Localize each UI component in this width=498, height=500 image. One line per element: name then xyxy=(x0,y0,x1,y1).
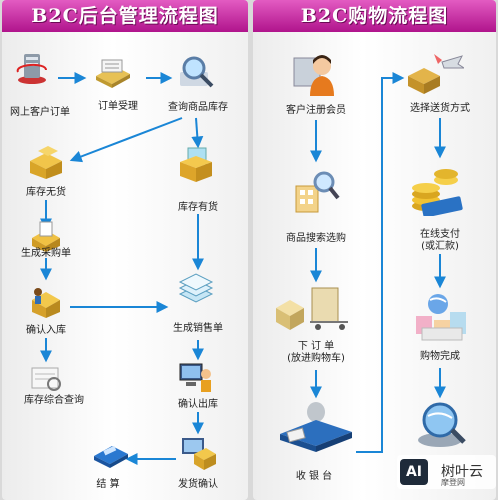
right-title: B2C购物流程图 xyxy=(253,0,496,32)
sales-files-icon xyxy=(178,273,214,303)
label-sales-order: 生成销售单 xyxy=(173,323,223,334)
watermark-badge: AI xyxy=(400,459,428,485)
label-confirm-inbound: 确认入库 xyxy=(26,325,66,336)
payment-coins-icon xyxy=(412,169,463,216)
label-confirm-outbound: 确认出库 xyxy=(178,399,218,410)
label-out-of-stock: 库存无货 xyxy=(26,187,66,198)
server-icon xyxy=(16,54,47,84)
arrow-query-to-nostock xyxy=(69,117,183,163)
computer-operator-icon xyxy=(179,363,211,392)
label-settle: 结 算 xyxy=(96,479,120,490)
purchase-sheet-icon xyxy=(32,221,60,252)
watermark-name: 树叶云 xyxy=(441,464,483,480)
watermark-sub: 摩登网 xyxy=(441,478,465,487)
shopping-search-icon xyxy=(295,171,340,213)
label-complete: 购物完成 xyxy=(420,351,460,362)
order-files-icon xyxy=(96,59,130,88)
label-stock-query: 库存综合查询 xyxy=(24,395,84,406)
watermark: AI 树叶云 摩登网 xyxy=(397,455,496,489)
arrow-cashier-to-shipping xyxy=(356,72,405,453)
magnifier-icon xyxy=(180,56,214,88)
label-search: 商品搜索选购 xyxy=(286,233,346,244)
label-pay-online: 在线支付 xyxy=(420,229,460,240)
warehouse-icon xyxy=(32,288,60,318)
left-title: B2C后台管理流程图 xyxy=(2,0,248,32)
shopping-complete-icon xyxy=(416,294,466,341)
label-query-stock: 查询商品库存 xyxy=(168,102,228,113)
label-pay-online-note: (或汇款) xyxy=(421,241,459,252)
label-ship-confirm: 发货确认 xyxy=(178,479,218,490)
inventory-report-icon xyxy=(31,367,61,391)
empty-boxes-icon xyxy=(30,146,62,179)
customer-avatar-icon xyxy=(293,55,334,96)
shopping-cart-icon xyxy=(276,287,348,330)
label-order-accept: 订单受理 xyxy=(98,101,138,112)
cashier-icon xyxy=(280,402,352,452)
label-place-order: 下 订 单 xyxy=(297,341,335,352)
globe-search-icon xyxy=(418,402,466,447)
label-register: 客户注册会员 xyxy=(286,105,346,116)
label-in-stock: 库存有货 xyxy=(178,202,218,213)
label-cashier: 收 银 台 xyxy=(295,471,333,482)
label-shipping: 选择送货方式 xyxy=(410,103,470,114)
stocked-box-icon xyxy=(180,147,212,182)
shipping-confirm-icon xyxy=(182,438,216,470)
label-purchase-order: 生成采购单 xyxy=(21,248,71,259)
calculator-icon xyxy=(94,445,128,468)
delivery-icon xyxy=(408,54,464,94)
arrow-query-to-instock xyxy=(191,117,204,149)
label-place-order-note: (放进购物车) xyxy=(287,353,345,364)
label-online-order: 网上客户订单 xyxy=(10,107,70,118)
